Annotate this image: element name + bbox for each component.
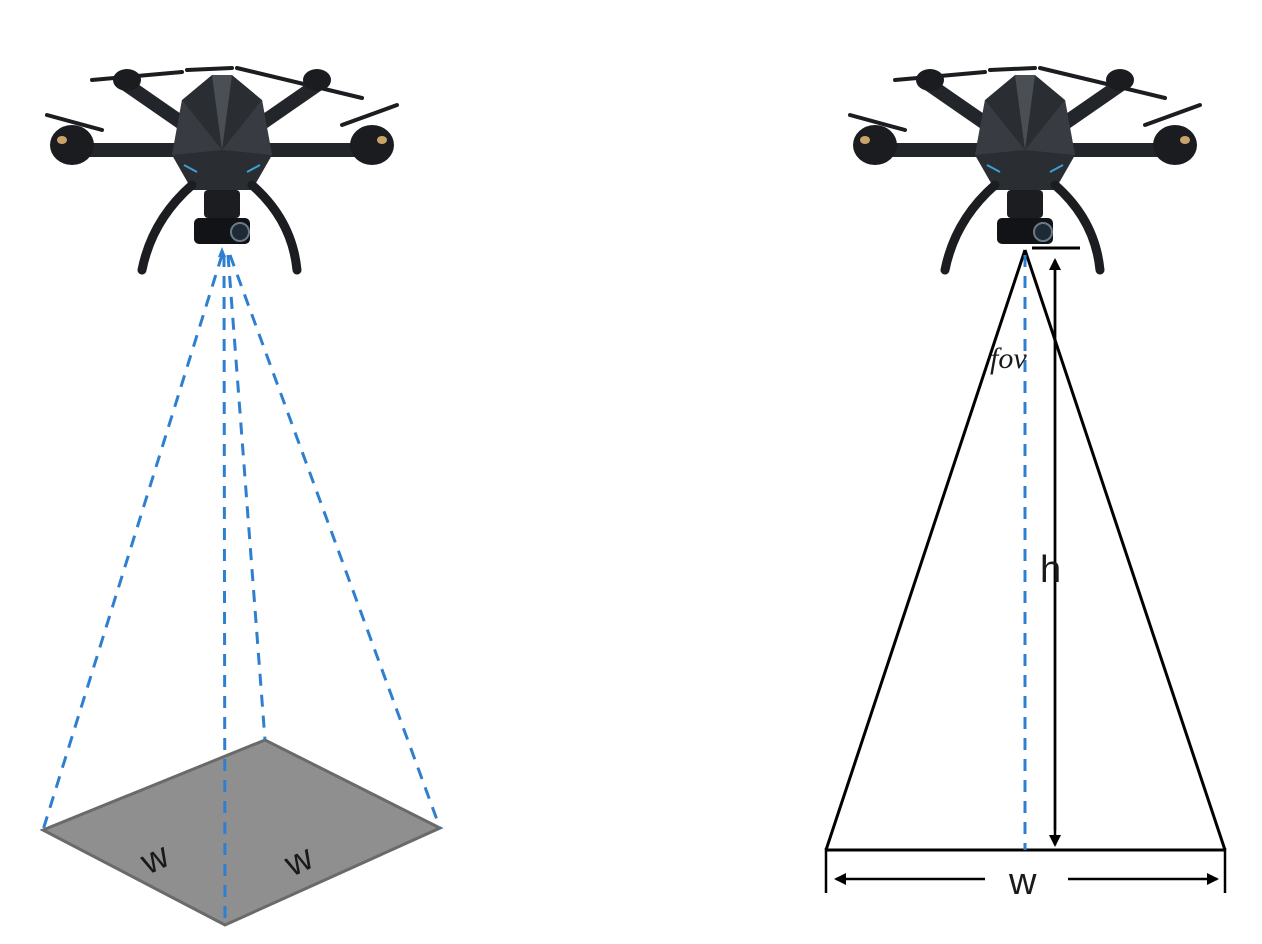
left-panel: w w [39, 68, 444, 927]
drone-left-image [47, 68, 397, 270]
width-label: w [1008, 861, 1037, 903]
fov-label: fov [990, 342, 1027, 375]
height-label: h [1040, 549, 1061, 591]
width-dimension [824, 848, 1227, 893]
drone-right-image [850, 68, 1200, 270]
view-rays [41, 254, 442, 926]
ground-footprint [39, 738, 444, 927]
camera-origin-marker [218, 247, 226, 257]
right-panel: fov h w [824, 68, 1227, 903]
